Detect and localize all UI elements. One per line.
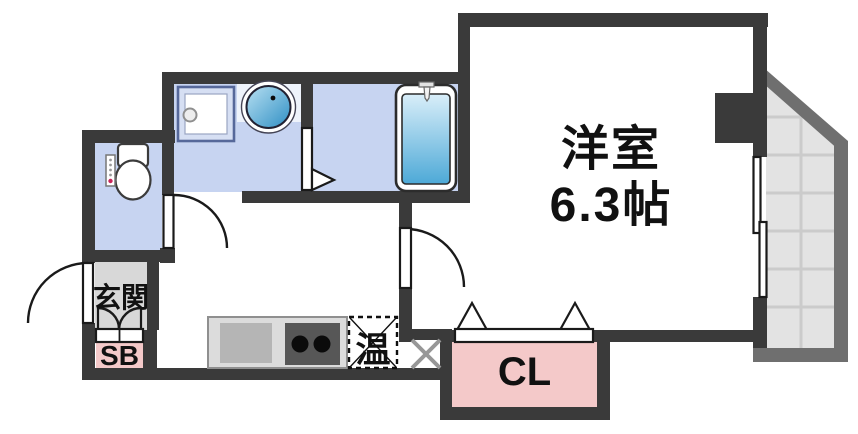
main-room-label: 洋室 6.3帖 (455, 122, 767, 234)
entry-door-arc (26, 261, 89, 324)
toilet (105, 142, 152, 201)
bath-door-leaf (300, 126, 314, 192)
kitchen (207, 316, 348, 369)
wash-basin (237, 80, 301, 134)
balcony-edge-diagonal (756, 68, 848, 151)
room-door-leaf (398, 226, 413, 290)
balcony (753, 68, 848, 362)
wall-toilet-left (82, 130, 95, 263)
wall-washroom-left (162, 72, 174, 195)
shoebox-double-doors (94, 306, 145, 344)
wall-closet-bottom (440, 407, 610, 420)
toilet-door (162, 193, 229, 250)
bathtub-faucet-stem (423, 86, 431, 103)
bathroom-folding-door (300, 126, 337, 192)
bathtub-faucet-bar (418, 81, 435, 88)
closet-triangle-right (558, 300, 592, 332)
water-heater-label: 温 (355, 331, 391, 370)
closet-track (453, 327, 595, 344)
entrance-label: 玄関 (92, 282, 149, 313)
shoebox-arc-right (117, 306, 142, 330)
shoebox-label: SB (100, 340, 139, 371)
room-door-arc (405, 227, 466, 288)
balcony-edge-bottom (753, 348, 848, 362)
wall-mainroom-bottom-right (593, 330, 767, 342)
wall-toilet-door-stub (160, 248, 175, 263)
balcony-tile-grid (766, 95, 836, 348)
window-sash-2 (758, 220, 768, 299)
bathtub (394, 81, 458, 193)
toilet-panel-dot1 (109, 158, 112, 162)
wall-closet-left (440, 330, 452, 420)
toilet-door-leaf (162, 193, 175, 250)
wall-shaft-top (405, 329, 452, 340)
wall-hall-divider-lower (399, 288, 412, 342)
wall-mainroom-right-upper (753, 13, 767, 157)
wall-entrance-right (147, 250, 159, 330)
wall-hall-divider-upper (399, 192, 412, 229)
bath-door-triangle (310, 167, 337, 192)
washer-pan-drain (182, 107, 198, 123)
kitchen-sink (220, 323, 272, 363)
closet-label: CL (497, 350, 552, 394)
wall-shoebox-right (143, 330, 157, 368)
water-heater-x2 (349, 317, 397, 368)
bathtub-inner (401, 93, 451, 185)
pipe-shaft (410, 338, 442, 370)
toilet-panel-red-dot (108, 178, 113, 184)
wall-washbath-bottom (242, 191, 470, 203)
wall-bath-divider (301, 84, 313, 128)
closet-folding-doors (453, 300, 595, 344)
sliding-window (752, 155, 768, 299)
water-heater-box (347, 315, 399, 370)
closet-triangle-left (455, 300, 489, 332)
entry-door (26, 261, 95, 325)
closet-floor (452, 342, 597, 407)
wall-entrance-left-lower (82, 323, 95, 380)
pipe-shaft-x2 (410, 338, 442, 370)
basin-faucet-dot (270, 95, 276, 101)
toilet-panel-dot2 (109, 163, 112, 167)
room-door (398, 226, 466, 290)
toilet-door-arc (173, 193, 229, 249)
basin-bowl (245, 85, 292, 129)
main-room-size: 6.3帖 (549, 179, 673, 232)
balcony-edge-right (834, 141, 848, 362)
toilet-panel-dot4 (109, 173, 112, 177)
wall-washroom-top (162, 72, 470, 84)
window-sash-1 (752, 155, 762, 235)
wall-mainroom-top (458, 13, 768, 27)
pillar (715, 93, 755, 143)
toilet-panel-dot3 (109, 168, 112, 172)
wall-toilet-top (82, 130, 175, 143)
washing-machine-pan (176, 85, 236, 143)
main-room-name: 洋室 (560, 123, 661, 176)
shoebox-floor (96, 342, 143, 368)
wall-closet-right (597, 330, 610, 420)
walls (82, 13, 768, 420)
wall-mainroom-left (458, 13, 470, 203)
wall-bottom-band (82, 368, 452, 380)
toilet-bowl (114, 159, 152, 201)
stove-burner-right (313, 335, 331, 353)
stove-burner-left (291, 335, 309, 353)
entry-door-leaf (81, 261, 95, 325)
